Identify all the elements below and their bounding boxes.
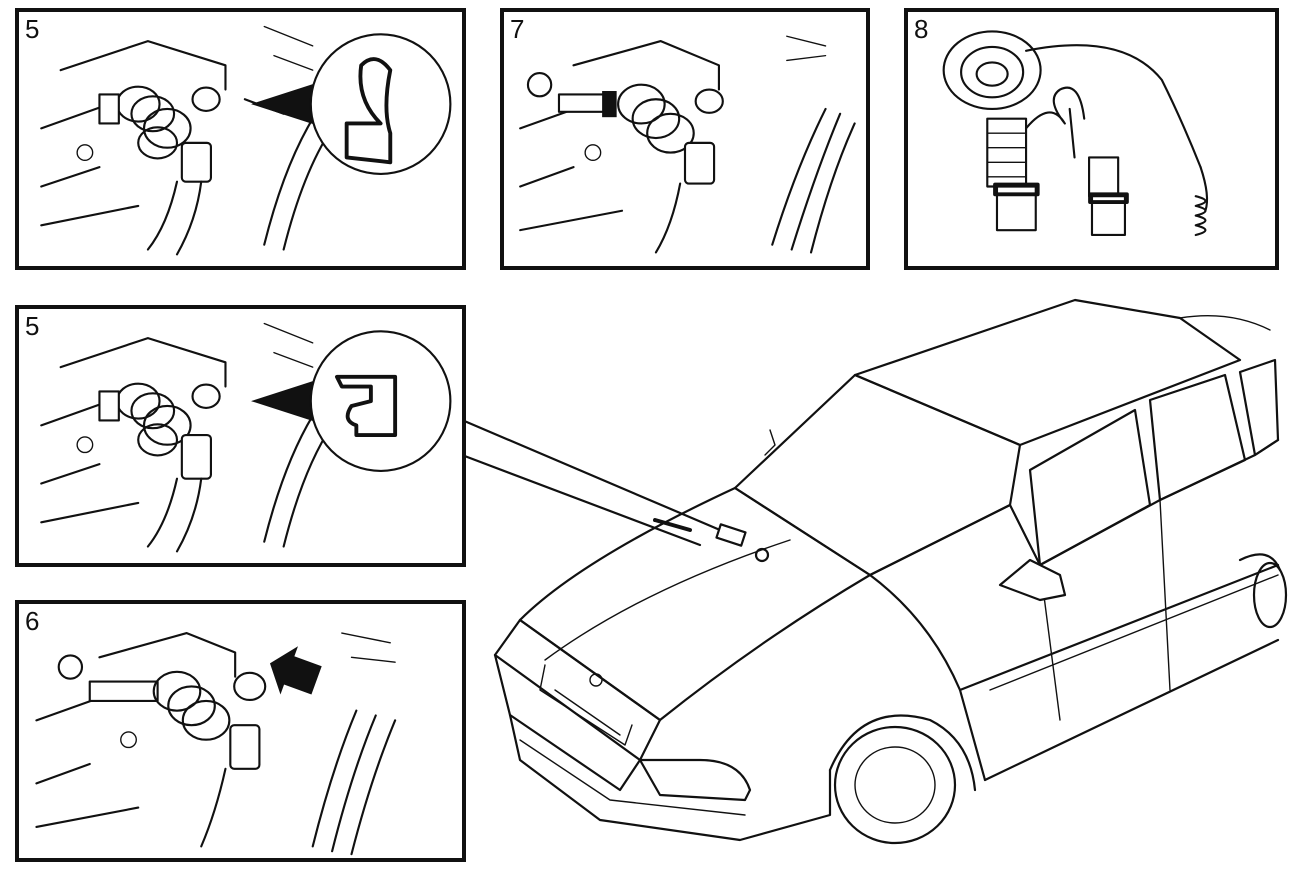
engine-bay-detail-clip [40,322,334,553]
valve-connection-detail [35,632,397,856]
panel-step-8: 8 [904,8,1279,270]
engine-bay-detail [40,25,334,256]
step-number: 8 [914,14,929,44]
detail-magnifier-icon [309,330,452,472]
panel-step-5-middle: 5 [15,305,466,567]
car-body [493,298,1288,845]
panel-step-5-top: 5 [15,8,466,270]
panel-step-7: 7 [500,8,870,270]
valve-removal-detail [519,35,856,254]
direction-arrow-icon [269,646,322,695]
detail-magnifier-icon [309,33,452,175]
expansion-valve-parts [942,30,1209,237]
step-number: 5 [25,14,40,44]
panel-step-6: 6 [15,600,466,862]
leader-lines [460,418,722,547]
step-number: 7 [510,14,525,44]
step-number: 6 [25,606,40,636]
step-number: 5 [25,311,40,341]
expansion-valve-marker [715,523,770,563]
